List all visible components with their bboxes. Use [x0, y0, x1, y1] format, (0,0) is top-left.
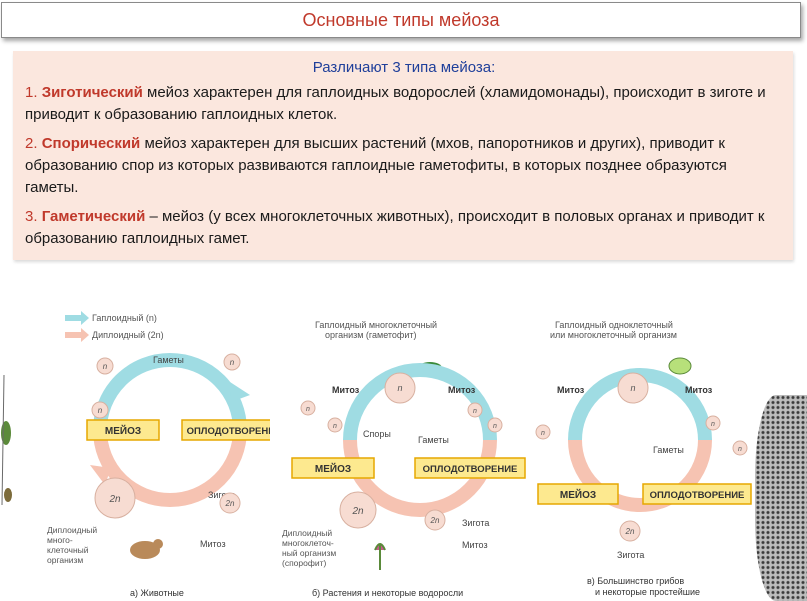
- gametes-label: Гаметы: [418, 435, 449, 445]
- meiosis-label: МЕЙОЗ: [560, 488, 596, 501]
- cell-ploidy: n: [397, 383, 402, 393]
- type-item-1: 1. Зиготический мейоз характерен для гап…: [25, 82, 783, 126]
- fertilization-box: [414, 457, 526, 479]
- diploid-arc: [568, 439, 712, 512]
- cell-ploidy: 2n: [108, 494, 121, 505]
- meiosis-box: [86, 419, 160, 441]
- meiosis-label: МЕЙОЗ: [315, 462, 351, 475]
- cell-ploidy: n: [103, 362, 108, 371]
- organism-cell: [94, 477, 136, 519]
- cell-ploidy: n: [230, 358, 235, 367]
- arrowhead: [230, 382, 250, 402]
- cell-ploidy: n: [738, 446, 742, 453]
- cell-ploidy: 2n: [430, 516, 440, 525]
- cell: [535, 424, 551, 440]
- legend-diploid: Диплоидный (2n): [92, 330, 164, 340]
- fertilization-box: [642, 483, 752, 505]
- zygote-cell: [424, 509, 446, 531]
- fertilization-label: ОПЛОДОТВОРЕНИЕ: [650, 490, 745, 501]
- zygote-cell: [619, 520, 641, 542]
- item-keyword: Спорический: [41, 135, 141, 152]
- legend-haploid: Гаплоидный (n): [92, 313, 157, 323]
- mitosis-left-label: Митоз: [557, 385, 585, 395]
- gamete-cell: [91, 401, 109, 419]
- meiosis-types-box: Различают 3 типа мейоза: 1. Зиготический…: [13, 51, 793, 260]
- diagram-animals: Гаплоидный (n) Диплоидный (2n) Гаметы n …: [45, 300, 270, 601]
- sporophyte-cell: [339, 491, 377, 529]
- cell-ploidy: n: [541, 430, 545, 437]
- meiosis-box: [291, 457, 375, 479]
- zygote-label: Зигота: [617, 550, 644, 560]
- item-text: – мейоз (у всех многоклеточных животных)…: [25, 208, 765, 247]
- mitosis-bottom-label: Митоз: [462, 540, 488, 550]
- cell-ploidy: n: [473, 408, 477, 415]
- caption-a: а) Животные: [130, 588, 184, 598]
- mitosis-left-label: Митоз: [332, 385, 360, 395]
- zygote-label: Зигота: [462, 518, 489, 528]
- spore-cell: [300, 400, 316, 416]
- gamete-cell: [487, 417, 503, 433]
- slide-title-text: Основные типы мейоза: [302, 9, 500, 30]
- left-edge-image: [0, 374, 12, 506]
- fertilization-box: [181, 419, 270, 441]
- gamete-cell: [467, 402, 483, 418]
- fern-icon: [374, 543, 386, 570]
- info-heading: Различают 3 типа мейоза:: [312, 59, 496, 76]
- cell-ploidy: 2n: [625, 527, 635, 536]
- item-keyword: Зиготический: [41, 84, 143, 101]
- cell-ploidy: 2n: [351, 506, 364, 517]
- spores-label: Споры: [363, 429, 391, 439]
- item-number: 3.: [25, 208, 42, 225]
- zygote-label: Зигота: [208, 490, 235, 500]
- item-text: мейоз характерен для высших растений (мх…: [25, 135, 727, 196]
- chlamydomonas-icon: [668, 357, 692, 375]
- gametophyte-cell: [384, 372, 416, 404]
- haploid-arc: [343, 363, 497, 441]
- item-text: мейоз характерен для гаплоидных водоросл…: [25, 84, 766, 123]
- slide-title: Основные типы мейоза: [1, 2, 801, 38]
- zygote-cell: [219, 492, 241, 514]
- fertilization-label: ОПЛОДОТВОРЕНИЕ: [187, 426, 270, 437]
- gametes-label: Гаметы: [653, 445, 684, 455]
- gamete-cell: [96, 357, 114, 375]
- haploid-legend-arrow: [65, 311, 89, 325]
- type-item-3: 3. Гаметический – мейоз (у всех многокле…: [25, 206, 783, 250]
- gamete-cell: [732, 440, 748, 456]
- item-keyword: Гаметический: [41, 208, 146, 225]
- cell-ploidy: n: [711, 421, 715, 428]
- gamete-cell: [223, 353, 241, 371]
- fertilization-label: ОПЛОДОТВОРЕНИЕ: [423, 464, 518, 475]
- cell-ploidy: n: [333, 423, 337, 430]
- caption-b: б) Растения и некоторые водоросли: [312, 588, 463, 598]
- type-item-2: 2. Спорический мейоз характерен для высш…: [25, 133, 783, 199]
- diploid-arc: [93, 429, 247, 507]
- gamete-cell: [705, 415, 721, 431]
- right-edge-image: [755, 395, 807, 601]
- gametes-label: Гаметы: [153, 355, 184, 365]
- meiosis-label: МЕЙОЗ: [105, 424, 141, 437]
- item-number: 2.: [25, 135, 42, 152]
- spore-cell: [327, 417, 343, 433]
- cell-ploidy: n: [630, 383, 635, 393]
- cell-ploidy: n: [493, 423, 497, 430]
- cell-ploidy: n: [306, 406, 310, 413]
- life-cycle-diagrams: Гаплоидный (n) Диплоидный (2n) Гаметы n …: [0, 300, 807, 601]
- mitosis-right-label: Митоз: [448, 385, 476, 395]
- item-number: 1.: [25, 84, 42, 101]
- organism-cell: [617, 372, 649, 404]
- mouse-icon: [130, 541, 160, 559]
- mitosis-label: Митоз: [200, 539, 226, 549]
- cell-ploidy: n: [98, 406, 103, 415]
- cell-ploidy: 2n: [225, 499, 235, 508]
- mitosis-right-label: Митоз: [685, 385, 713, 395]
- meiosis-box: [537, 483, 619, 505]
- diploid-legend-arrow: [65, 328, 89, 342]
